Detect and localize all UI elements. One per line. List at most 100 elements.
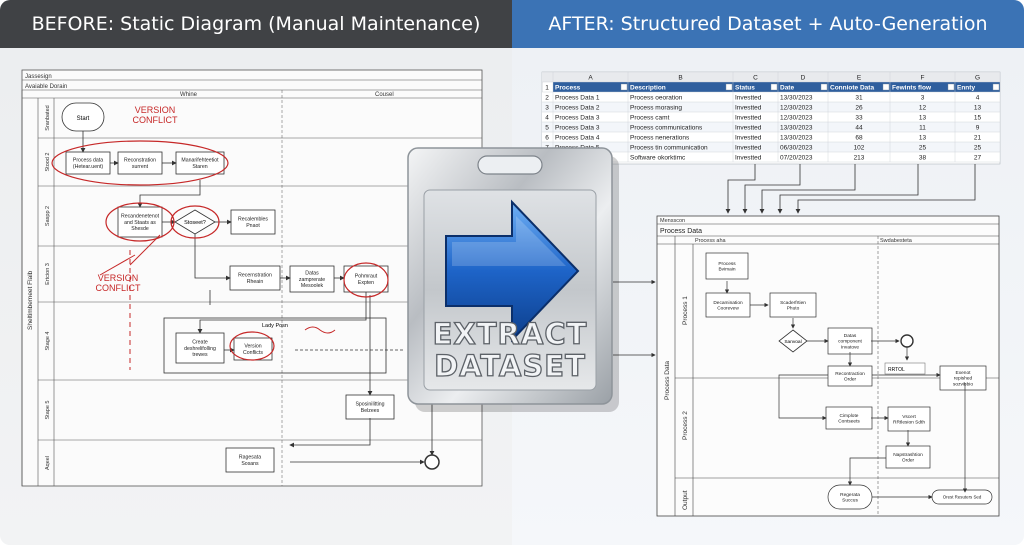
- before-lane-label: Sranbated: [45, 105, 51, 130]
- table-col-letter: C: [753, 75, 758, 82]
- before-lane-label: Saspp 2: [45, 206, 51, 226]
- table-cell: 12: [919, 105, 927, 112]
- filter-dropdown-icon[interactable]: [620, 83, 628, 91]
- before-lane-label: Stood 2: [45, 153, 51, 172]
- before-box-decision-box: [117, 206, 163, 238]
- table-cell: Software okorktimc: [630, 155, 686, 162]
- before-col-b: Cousel: [375, 92, 394, 98]
- table-cell: 33: [855, 115, 863, 122]
- table-row-number: 2: [545, 95, 549, 102]
- after-box-start: [705, 252, 749, 280]
- table-cell: 21: [974, 135, 982, 142]
- before-title: Jassesign: [25, 74, 52, 80]
- table-cell: Process Data 4: [555, 135, 600, 142]
- filter-dropdown-icon[interactable]: [947, 83, 955, 91]
- before-subtitle: Avaiable Dorain: [25, 84, 67, 90]
- table-to-diagram-arrows: [725, 164, 976, 214]
- table-cell: 13: [919, 115, 927, 122]
- after-subtitle: Process Data: [660, 228, 702, 235]
- table-cell: 13: [974, 105, 982, 112]
- filter-dropdown-icon[interactable]: [725, 83, 733, 91]
- after-col-a: Process aha: [695, 238, 727, 244]
- after-col-b: Swdabesteta: [880, 238, 913, 244]
- before-box-recalc: [230, 209, 276, 235]
- after-box-exenot: [939, 365, 987, 391]
- table-col-letter: D: [801, 75, 806, 82]
- before-box-special: [345, 394, 395, 420]
- after-title: Mensscon: [660, 218, 685, 224]
- table-cell: Process Data 2: [555, 105, 600, 112]
- after-box-scaled: [769, 292, 817, 318]
- table-cell: 3: [921, 95, 925, 102]
- table-cell: 13/30/2023: [780, 125, 813, 132]
- table-row: [542, 102, 1000, 112]
- table-col-letter: E: [857, 75, 862, 82]
- after-lane-3: Output: [682, 490, 689, 510]
- before-box-label-process-data: Process data(Hetear.uent): [73, 158, 104, 170]
- filter-dropdown-icon[interactable]: [882, 83, 890, 91]
- before-box-data-gen: [289, 265, 335, 293]
- after-decision-diamond: Sanvoal: [784, 339, 801, 345]
- filter-dropdown-icon[interactable]: [770, 83, 778, 91]
- before-lane-label: Stage 4: [45, 332, 51, 351]
- after-box-label-orest: Orest Resuters Sed: [943, 495, 982, 500]
- table-cell: 13: [919, 135, 927, 142]
- table-row: [542, 142, 1000, 152]
- table-cell: 12/30/2023: [780, 105, 813, 112]
- after-ratol-label: RRTOL: [888, 367, 905, 373]
- extract-dataset-badge: EXTRACT DATASET: [407, 147, 619, 412]
- table-col-letter: G: [975, 75, 980, 82]
- table-cell: 13/30/2023: [780, 135, 813, 142]
- filter-dropdown-icon[interactable]: [820, 83, 828, 91]
- table-cell: 11: [919, 125, 926, 132]
- table-row-number: 4: [545, 115, 549, 122]
- table-cell: 38: [919, 155, 927, 162]
- table-cell: 68: [855, 135, 863, 142]
- before-diagram: Jassesign Avaiable Dorain Whine Cousel S…: [21, 69, 483, 487]
- table-header-cell: Ennty: [957, 85, 975, 92]
- table-cell: Process morasing: [630, 105, 682, 112]
- after-box-vscert: [887, 406, 931, 432]
- table-cell: Process Data 3: [555, 115, 600, 122]
- table-cell: Investted: [735, 145, 762, 152]
- table-cell: Investted: [735, 115, 762, 122]
- before-pool-label: Sheltimbemeet Flalb: [27, 270, 34, 330]
- table-cell: 9: [976, 125, 980, 132]
- table-cell: Investted: [735, 135, 762, 142]
- table-row-number: 6: [545, 135, 549, 142]
- table-cell: 07/20/2023: [780, 155, 813, 162]
- table-cell: 44: [855, 125, 863, 132]
- table-cell: 25: [974, 145, 982, 152]
- table-cell: Investted: [735, 125, 762, 132]
- table-cell: Process tin communication: [630, 145, 708, 152]
- table-row: [542, 92, 1000, 102]
- table-cell: 15: [974, 115, 982, 122]
- filter-dropdown-icon[interactable]: [992, 83, 1000, 91]
- before-lane-label: Ertcion 3: [45, 263, 51, 285]
- after-pool-label: Process Data: [664, 361, 671, 400]
- table-row-number: 3: [545, 105, 549, 112]
- table-cell: 06/30/2023: [780, 145, 813, 152]
- table-cell: 27: [974, 155, 982, 162]
- before-lane-label: Aqeel: [45, 456, 51, 470]
- table-cell: 12/30/2023: [780, 115, 813, 122]
- table-cell: Process oeoration: [630, 95, 683, 102]
- table-cell: 31: [855, 95, 863, 102]
- table-row: [542, 152, 1000, 162]
